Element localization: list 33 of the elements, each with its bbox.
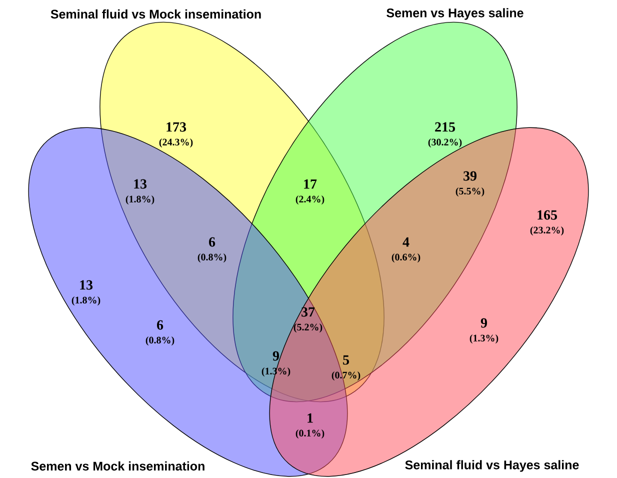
percentage-label: (0.1%) <box>296 429 324 439</box>
percentage-label: (5.2%) <box>294 323 322 333</box>
set-title: Semen vs Hayes saline <box>386 8 524 20</box>
percentage-label: (0.8%) <box>198 253 226 263</box>
percentage-label: (2.4%) <box>296 195 324 205</box>
percentage-label: (0.7%) <box>332 371 360 381</box>
count-label: 17 <box>304 179 317 189</box>
count-label: 39 <box>464 171 476 181</box>
percentage-label: (24.3%) <box>159 138 193 148</box>
set-title: Seminal fluid vs Mock insemination <box>50 9 261 19</box>
set-title: Seminal fluid vs Hayes saline <box>405 460 579 472</box>
count-label: 37 <box>302 307 315 317</box>
count-label: 165 <box>538 210 557 220</box>
percentage-label: (23.2%) <box>530 226 564 236</box>
count-label: 13 <box>80 280 93 290</box>
percentage-label: (1.8%) <box>126 195 154 205</box>
percentage-label: (1.8%) <box>72 296 100 306</box>
count-label: 173 <box>166 122 186 132</box>
count-label: 5 <box>343 355 349 365</box>
count-label: 13 <box>134 179 147 189</box>
count-label: 6 <box>209 237 216 247</box>
count-label: 1 <box>308 413 313 423</box>
percentage-label: (30.2%) <box>428 138 462 148</box>
percentage-label: (1.3%) <box>470 334 498 344</box>
count-label: 6 <box>157 320 164 330</box>
set-title: Semen vs Mock insemination <box>31 461 204 471</box>
percentage-label: (0.8%) <box>146 336 174 346</box>
count-label: 215 <box>435 122 455 132</box>
percentage-label: (5.5%) <box>456 187 484 197</box>
percentage-label: (0.6%) <box>392 253 420 263</box>
count-label: 4 <box>402 237 410 247</box>
count-label: 9 <box>480 318 487 328</box>
count-label: 9 <box>272 351 279 361</box>
